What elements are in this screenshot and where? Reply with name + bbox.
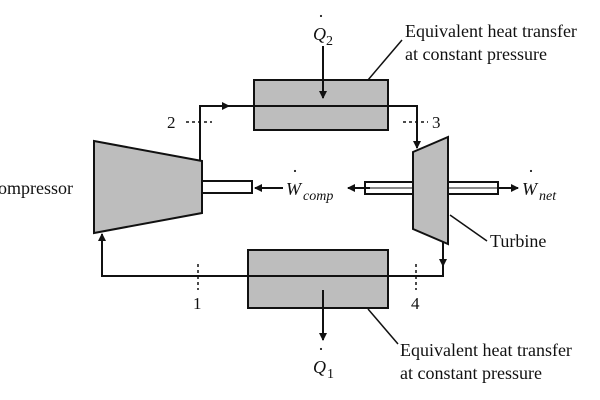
w-comp-letter: W — [286, 179, 303, 199]
compressor — [93, 139, 203, 235]
w-comp-dot: · — [292, 161, 298, 181]
heat-out-label-line1: Equivalent heat transfer — [400, 340, 572, 360]
turbine — [412, 135, 449, 246]
turbine-shaft-right — [447, 181, 499, 195]
heat-out-exchanger — [247, 249, 389, 309]
q-out-subscript: 1 — [327, 367, 334, 382]
turbine-label: Turbine — [490, 231, 546, 251]
w-net-symbol: W net · — [522, 161, 557, 204]
heat-out-label-line2: at constant pressure — [400, 363, 542, 383]
compressor-label: Compressor — [0, 178, 73, 198]
heat-out-leader-line — [367, 308, 399, 345]
state-1-label: 1 — [193, 294, 202, 313]
q-out-letter: Q — [313, 357, 326, 377]
w-net-letter: W — [522, 179, 539, 199]
compressor-shaft — [201, 180, 253, 194]
heat-in-label-line1: Equivalent heat transfer — [405, 21, 577, 41]
heat-in-label-line2: at constant pressure — [405, 44, 547, 64]
q-in-subscript: 2 — [326, 34, 333, 49]
w-net-subscript: net — [539, 189, 557, 204]
w-net-dot: · — [528, 161, 534, 181]
turbine-leader-line — [449, 214, 488, 242]
state-2-label: 2 — [167, 113, 176, 132]
q-in-dot: · — [318, 6, 324, 26]
q-in-symbol: Q 2 · — [313, 6, 333, 49]
w-comp-subscript: comp — [303, 189, 333, 204]
q-out-symbol: Q 1 · — [313, 339, 334, 382]
heat-in-leader-line — [367, 39, 403, 81]
w-comp-symbol: W comp · — [286, 161, 333, 204]
state-3-label: 3 — [432, 113, 441, 132]
state-4-label: 4 — [411, 294, 420, 313]
turbine-shaft-left — [364, 181, 414, 195]
q-in-letter: Q — [313, 24, 326, 44]
q-out-dot: · — [318, 339, 324, 359]
